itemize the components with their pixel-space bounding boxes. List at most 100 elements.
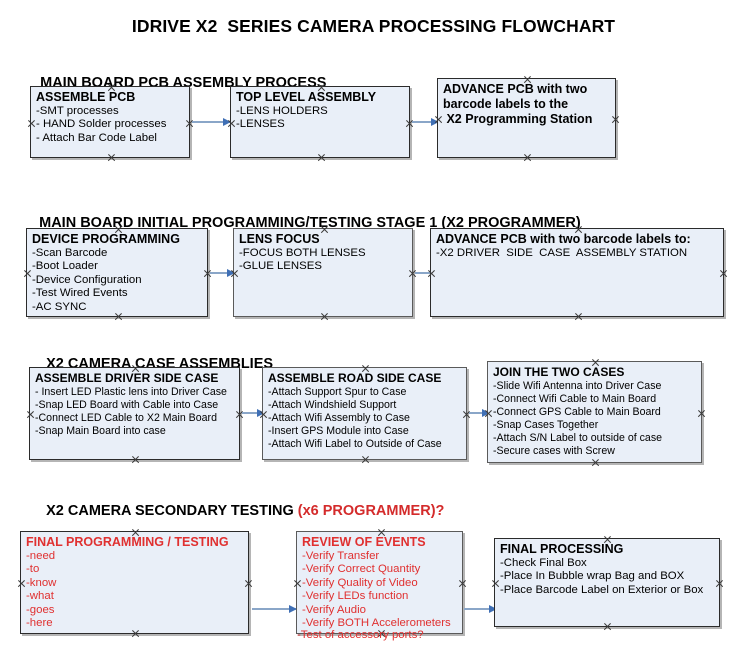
- node-title: FINAL PROGRAMMING / TESTING: [26, 535, 229, 549]
- connection-point-bottom: [574, 312, 583, 321]
- connection-point-left: [293, 579, 302, 588]
- connection-point-right: [405, 119, 414, 128]
- node-line: -goes: [26, 603, 55, 616]
- node-line: -Secure cases with Screw: [493, 445, 615, 457]
- connection-point-bottom: [317, 153, 326, 162]
- arrow-driver-side-to-road-side: [242, 408, 265, 417]
- node-line: -Place Barcode Label on Exterior or Box: [500, 583, 704, 596]
- node-line: -what: [26, 590, 54, 603]
- node-title: JOIN THE TWO CASES: [493, 365, 625, 379]
- section-title-main-board-initial-programming-testing-stage-1: MAIN BOARD INITIAL PROGRAMMING/TESTING S…: [23, 199, 581, 247]
- node-top-level-assembly[interactable]: TOP LEVEL ASSEMBLY -LENS HOLDERS -LENSES: [230, 86, 410, 158]
- node-line: -Connect GPS Cable to Main Board: [493, 406, 661, 418]
- node-line: -LENS HOLDERS: [236, 105, 328, 117]
- node-line: -Verify Correct Quantity: [302, 563, 421, 576]
- node-final-processing[interactable]: FINAL PROCESSING -Check Final Box -Place…: [494, 538, 720, 627]
- node-line: -Snap Main Board into case: [35, 425, 166, 437]
- connection-point-right: [719, 269, 728, 278]
- node-line: -AC SYNC: [32, 300, 87, 313]
- node-line: -Verify BOTH Accelerometers: [302, 617, 451, 630]
- node-line: -Snap LED Board with Cable into Case: [35, 399, 219, 411]
- node-device-programming[interactable]: DEVICE PROGRAMMING -Scan Barcode -Boot L…: [26, 228, 208, 317]
- arrow-road-side-to-join-cases: [469, 408, 490, 417]
- section-title-accent: (x6 PROGRAMMER)?: [297, 503, 445, 519]
- node-line: -Scan Barcode: [32, 247, 108, 259]
- connection-point-right: [244, 579, 253, 588]
- connection-point-bottom: [131, 455, 140, 464]
- arrow-device-programming-to-lens-focus: [210, 268, 235, 277]
- node-line: -Place In Bubble wrap Bag and BOX: [500, 570, 685, 583]
- node-line: -Boot Loader: [32, 260, 98, 273]
- node-line: -SMT processes: [36, 105, 119, 117]
- node-line: -Verify Audio: [302, 603, 366, 616]
- node-line: -Verify LEDs function: [302, 590, 409, 603]
- arrow-head-icon: [227, 268, 235, 277]
- connection-point-bottom: [523, 153, 532, 162]
- connection-point-bottom: [591, 458, 600, 467]
- connection-point-left: [491, 579, 500, 588]
- node-line: - HAND Solder processes: [36, 118, 167, 131]
- arrow-head-icon: [289, 604, 297, 613]
- node-line: -LENSES: [236, 118, 285, 131]
- node-line: -GLUE LENSES: [239, 260, 322, 273]
- node-line: -Verify Transfer: [302, 550, 380, 562]
- node-assemble-driver-side-case[interactable]: ASSEMBLE DRIVER SIDE CASE - Insert LED P…: [29, 367, 240, 460]
- node-title: TOP LEVEL ASSEMBLY: [236, 90, 377, 104]
- arrow-head-icon: [482, 408, 490, 417]
- node-line: -Attach Windshield Support: [268, 399, 397, 411]
- node-assemble-road-side-case[interactable]: ASSEMBLE ROAD SIDE CASE -Attach Support …: [262, 367, 467, 460]
- node-title: ASSEMBLE DRIVER SIDE CASE: [35, 371, 219, 385]
- node-line: -here: [26, 617, 53, 630]
- node-line: -Connect LED Cable to X2 Main Board: [35, 412, 217, 424]
- connection-point-left: [27, 119, 36, 128]
- node-line: -Test Wired Events: [32, 287, 128, 300]
- node-line: -Attach Wifi Label to Outside of Case: [268, 438, 442, 450]
- node-line: -Connect Wifi Cable to Main Board: [493, 393, 657, 405]
- node-overflow-line-review-of-events: -Test of accessory ports?: [297, 629, 424, 641]
- arrow-head-icon: [431, 117, 439, 126]
- node-advance-pcb-to-x2-programming-station[interactable]: ADVANCE PCB with two barcode labels to t…: [437, 78, 616, 158]
- node-line: -Check Final Box: [500, 557, 587, 569]
- connection-point-right: [185, 119, 194, 128]
- arrow-head-icon: [257, 408, 265, 417]
- node-title: ADVANCE PCB with two: [443, 82, 588, 96]
- node-assemble-pcb[interactable]: ASSEMBLE PCB -SMT processes - HAND Solde…: [30, 86, 190, 158]
- connection-point-left: [23, 269, 32, 278]
- arrow-final-programming-to-review-of-events: [252, 604, 297, 613]
- connection-point-right: [697, 409, 706, 418]
- section-title-x2-camera-secondary-testing: X2 CAMERA SECONDARY TESTING (x6 PROGRAMM…: [30, 487, 444, 535]
- node-line: -Attach S/N Label to outside of case: [493, 432, 663, 444]
- arrow-head-icon: [489, 604, 497, 613]
- node-title: ADVANCE PCB with two barcode labels to:: [436, 232, 691, 246]
- section-title-text: MAIN BOARD INITIAL PROGRAMMING/TESTING S…: [39, 215, 581, 231]
- node-line: -Device Configuration: [32, 273, 142, 286]
- node-line: -X2 DRIVER SIDE CASE ASSEMBLY STATION: [436, 247, 688, 259]
- node-line: -Slide Wifi Antenna into Driver Case: [493, 380, 662, 392]
- arrow-head-icon: [223, 117, 231, 126]
- node-line: -FOCUS BOTH LENSES: [239, 247, 366, 259]
- connection-point-right: [715, 579, 724, 588]
- node-line: -to: [26, 563, 40, 576]
- node-review-of-events[interactable]: REVIEW OF EVENTS -Verify Transfer -Verif…: [296, 531, 463, 634]
- connection-point-right: [458, 579, 467, 588]
- node-line: -know: [26, 576, 57, 589]
- arrow-assemble-pcb-to-top-level-assembly: [192, 117, 231, 126]
- connection-point-bottom: [107, 153, 116, 162]
- node-join-the-two-cases[interactable]: JOIN THE TWO CASES -Slide Wifi Antenna i…: [487, 361, 702, 463]
- arrow-top-level-assembly-to-advance-pcb: [412, 117, 439, 126]
- node-title: REVIEW OF EVENTS: [302, 535, 426, 549]
- node-title: ASSEMBLE PCB: [36, 90, 136, 104]
- arrow-review-of-events-to-final-processing: [464, 604, 497, 613]
- node-title: ASSEMBLE ROAD SIDE CASE: [268, 371, 442, 385]
- node-line: -Snap Cases Together: [493, 419, 599, 431]
- node-advance-pcb-to-driver-side-case-assembly[interactable]: ADVANCE PCB with two barcode labels to: …: [430, 228, 724, 317]
- node-line: -need: [26, 550, 56, 562]
- connection-point-left: [17, 579, 26, 588]
- section-title-text: X2 CAMERA SECONDARY TESTING: [46, 503, 298, 519]
- node-line: -Insert GPS Module into Case: [268, 425, 409, 437]
- node-title-line2: barcode labels to the: [443, 97, 569, 111]
- node-final-programming-testing[interactable]: FINAL PROGRAMMING / TESTING -need -to -k…: [20, 531, 249, 634]
- node-lens-focus[interactable]: LENS FOCUS -FOCUS BOTH LENSES -GLUE LENS…: [233, 228, 413, 317]
- connection-point-bottom: [320, 312, 329, 321]
- node-line: - Insert LED Plastic lens into Driver Ca…: [35, 386, 227, 398]
